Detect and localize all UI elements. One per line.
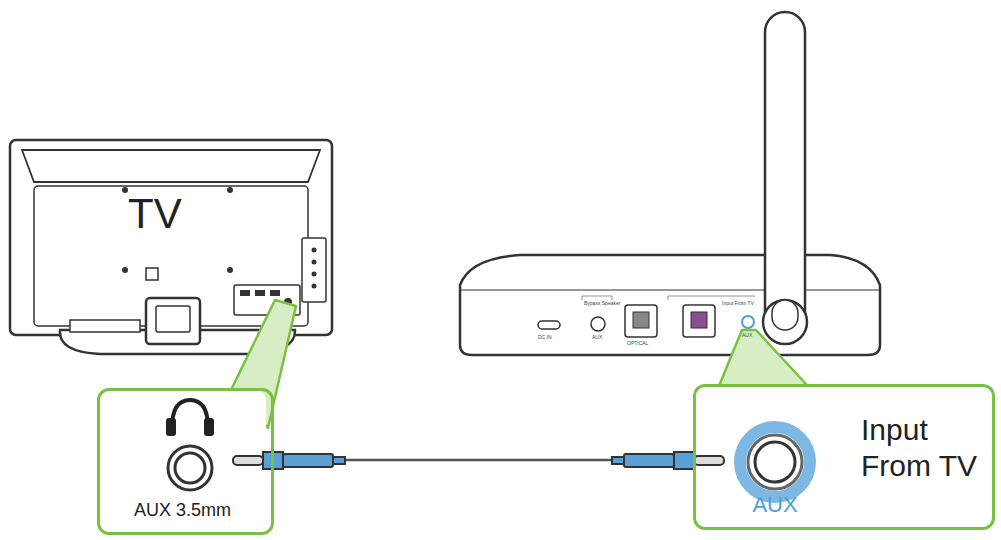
callout-box: AUX Input From TV (693, 384, 995, 530)
headphone-icon (166, 400, 214, 436)
port-label: Bypass Speaker (584, 300, 620, 306)
port-label: AUX (592, 334, 602, 340)
port-label: AUX (742, 332, 752, 338)
tv-label: TV (128, 190, 182, 238)
transmitter (460, 12, 880, 355)
callout-box: AUX 3.5mm (97, 388, 274, 535)
callout-text: Input From TV (861, 412, 986, 484)
port-label: Input From TV (722, 300, 754, 306)
callout-text: AUX 3.5mm (97, 500, 268, 522)
callout-text: AUX (735, 492, 815, 518)
port-label: OPTICAL (627, 340, 648, 346)
port-label: DC IN (538, 334, 552, 340)
